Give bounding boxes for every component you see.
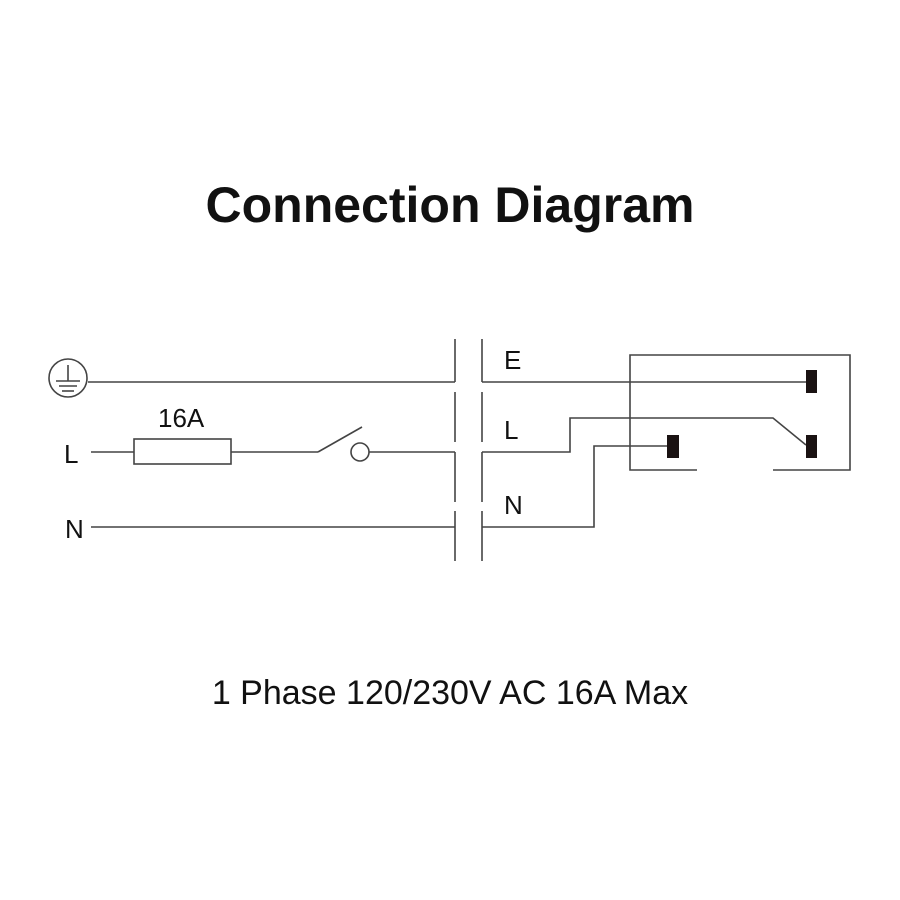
neutral-wire-right xyxy=(482,445,668,528)
fuse-rating-label: 16A xyxy=(158,403,205,433)
rating-caption: 1 Phase 120/230V AC 16A Max xyxy=(211,674,689,712)
switch-contact xyxy=(350,442,370,462)
left-label-live: L xyxy=(64,439,78,469)
live-wire-right xyxy=(482,417,807,453)
switch-lever xyxy=(317,426,363,453)
fuse xyxy=(133,438,232,465)
page-title: Connection Diagram xyxy=(205,177,695,233)
terminal-block-bars xyxy=(454,339,483,561)
right-label-earth: E xyxy=(504,345,521,375)
left-label-neutral: N xyxy=(65,514,84,544)
right-label-neutral: N xyxy=(504,490,523,520)
terminal-live xyxy=(806,435,817,458)
right-label-live: L xyxy=(504,415,518,445)
terminal-earth xyxy=(806,370,817,393)
earth-symbol-icon xyxy=(48,358,88,398)
device-enclosure xyxy=(629,354,851,471)
terminal-neutral xyxy=(667,435,679,458)
